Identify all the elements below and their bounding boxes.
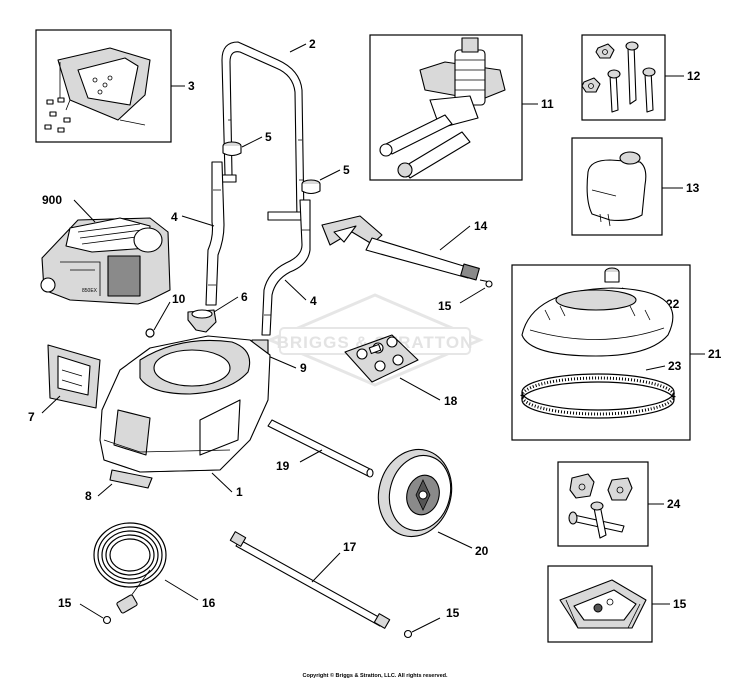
part-23-brush-ring[interactable] — [520, 373, 676, 419]
callout-14: 14 — [474, 219, 488, 233]
callout-15a: 15 — [438, 299, 452, 313]
callout-900: 900 — [42, 193, 62, 207]
callout-16: 16 — [202, 596, 216, 610]
part-900-engine[interactable]: 850EX — [40, 217, 171, 305]
part-23-cleaner-deck[interactable] — [521, 287, 674, 357]
part-15-tip-wand[interactable] — [403, 629, 413, 639]
part-12-hardware[interactable] — [581, 41, 656, 113]
box-part-11 — [369, 34, 523, 181]
part-15-tip-hose[interactable] — [102, 615, 112, 625]
callout-2: 2 — [309, 37, 316, 51]
callout-15b: 15 — [58, 596, 72, 610]
callout-17: 17 — [343, 540, 357, 554]
part-15-holder[interactable] — [559, 579, 647, 629]
callout-15d: 15 — [673, 597, 687, 611]
callout-3: 3 — [188, 79, 195, 93]
callout-4b: 4 — [310, 294, 317, 308]
part-4-tube-right[interactable] — [261, 199, 311, 336]
callout-5b: 5 — [343, 163, 350, 177]
callout-20: 20 — [475, 544, 489, 558]
part-5-cap-left[interactable] — [222, 141, 242, 157]
callout-18: 18 — [444, 394, 458, 408]
callout-5a: 5 — [265, 130, 272, 144]
part-5-cap-right[interactable] — [301, 179, 321, 195]
callout-23: 23 — [668, 359, 682, 373]
part-1-frame[interactable] — [99, 335, 271, 473]
part-17-wand[interactable] — [229, 531, 391, 629]
part-18-fittings[interactable] — [344, 334, 419, 383]
part-24-knob-hardware[interactable] — [568, 473, 633, 539]
part-2-handle[interactable] — [217, 41, 306, 221]
callout-6: 6 — [241, 290, 248, 304]
callout-9: 9 — [300, 361, 307, 375]
callout-13: 13 — [686, 181, 700, 195]
part-3-bracket[interactable] — [44, 47, 151, 133]
copyright-text: Copyright © Briggs & Stratton, LLC. All … — [302, 672, 448, 679]
part-22-swivel[interactable] — [604, 267, 620, 283]
part-8-bar[interactable] — [109, 469, 153, 489]
callout-21: 21 — [708, 347, 722, 361]
callout-10: 10 — [172, 292, 186, 306]
part-6-knob[interactable] — [187, 309, 217, 333]
box-part-21 — [511, 264, 691, 441]
callout-15c: 15 — [446, 606, 460, 620]
callout-7: 7 — [28, 410, 35, 424]
part-20-wheel[interactable] — [369, 441, 461, 545]
part-16-hose[interactable] — [93, 522, 167, 614]
svg-text:850EX: 850EX — [82, 288, 98, 294]
callout-1: 1 — [236, 485, 243, 499]
box-part-12 — [581, 34, 666, 121]
part-4-tube-left[interactable] — [205, 161, 225, 306]
callout-24: 24 — [667, 497, 681, 511]
box-part-13 — [571, 137, 663, 236]
part-10-oring[interactable] — [145, 328, 155, 338]
part-14-gun[interactable] — [321, 215, 480, 281]
part-11-pump[interactable] — [379, 37, 506, 179]
part-19-axle[interactable] — [267, 419, 374, 478]
callout-4a: 4 — [171, 210, 178, 224]
callout-11: 11 — [541, 97, 554, 111]
callout-8: 8 — [85, 489, 92, 503]
part-13-tank[interactable] — [586, 151, 647, 227]
part-15-tip-gun[interactable] — [479, 279, 493, 288]
part-7-cover[interactable] — [47, 344, 101, 409]
callout-12: 12 — [687, 69, 701, 83]
callout-19: 19 — [276, 459, 290, 473]
